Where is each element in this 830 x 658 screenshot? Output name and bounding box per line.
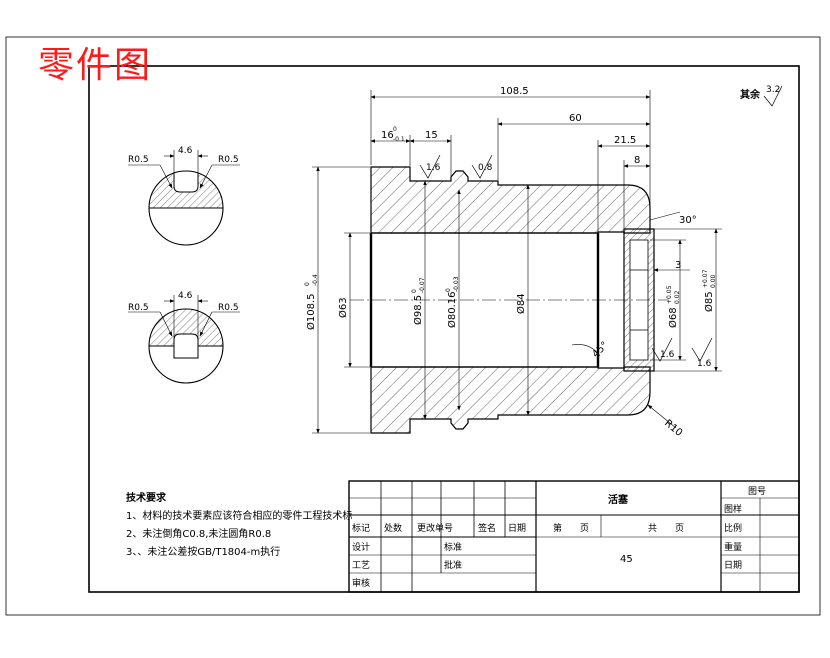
roughness-label-3: 1.6 — [660, 350, 675, 360]
total-label: 共 页 — [648, 523, 684, 534]
tech-req-heading: 技术要求 — [126, 493, 166, 504]
part-section-view — [350, 166, 668, 434]
tol-68-lower: 0.02 — [674, 290, 681, 304]
sheet-label: 第 页 — [553, 522, 589, 534]
dim-dia-108-5: Ø108.5 — [305, 294, 317, 331]
header-sign: 签名 — [478, 522, 496, 534]
tech-req-item: 2、未注倒角C0.8,未注圆角R0.8 — [126, 529, 272, 540]
dim-dia-98-5: Ø98.5 — [412, 295, 424, 325]
tol-80-16-lower: -0.03 — [453, 276, 460, 292]
tech-req-item: 1、材料的技术要素应该符合相应的零件工程技术标 — [126, 511, 353, 522]
dim-length-8: 8 — [634, 155, 640, 166]
scale-label: 比例 — [724, 522, 742, 534]
dim-angle-45: 45° — [590, 340, 610, 360]
dim-dia-80-16: Ø80.16 — [446, 292, 458, 329]
watermark-title: 零件图 — [38, 45, 153, 86]
upper-wall-hatch — [370, 166, 651, 234]
dim-length-60: 60 — [569, 113, 582, 124]
tol-108-5-upper: 0 — [304, 282, 311, 286]
dim-dia-85: Ø85 — [703, 291, 715, 312]
dimension-lines — [312, 90, 722, 434]
review-label: 审核 — [352, 577, 370, 589]
dim-overall-length: 108.5 — [500, 86, 529, 97]
roughness-label-4: 1.6 — [697, 359, 712, 369]
drawing-no-label: 图号 — [748, 486, 766, 497]
dim-dia-68: Ø68 — [667, 307, 679, 328]
tol-80-16-upper: 0 — [445, 288, 452, 292]
title-block-text: 活塞 图号 图样 比例 重量 日期 45 第 页 共 页 标记 处数 更改单号 … — [352, 486, 766, 589]
tol-16-upper: 0 — [393, 126, 397, 133]
roughness-symbols — [419, 85, 783, 362]
tol-98-5-upper: 0 — [411, 289, 418, 293]
dim-width-3: 3 — [675, 260, 681, 271]
header-count: 处数 — [384, 522, 402, 534]
groove2-right-radius: R0.5 — [218, 303, 239, 313]
groove1-right-radius: R0.5 — [218, 155, 239, 165]
groove2-width: 4.6 — [178, 291, 193, 301]
groove-detail-1 — [128, 150, 240, 246]
material: 45 — [620, 554, 633, 565]
lower-wall-hatch — [370, 366, 651, 434]
groove2-left-radius: R0.5 — [128, 303, 149, 313]
tol-85-lower: 0.00 — [710, 274, 717, 288]
weight-label: 重量 — [724, 541, 742, 553]
process-label: 工艺 — [352, 560, 370, 571]
technical-requirements: 技术要求 1、材料的技术要素应该符合相应的零件工程技术标 2、未注倒角C0.8,… — [126, 490, 352, 562]
dim-dia-84: Ø84 — [515, 293, 527, 314]
groove1-width: 4.6 — [178, 146, 193, 156]
roughness-label-1: 1.6 — [426, 163, 441, 173]
stage-label: 图样 — [724, 503, 742, 515]
design-label: 设计 — [352, 541, 370, 553]
tech-req-item: 3、、未注公差按GB/T1804-m执行 — [126, 547, 281, 558]
tol-85-upper: +0.07 — [702, 269, 709, 288]
title-block — [348, 480, 800, 593]
tol-16-lower: -0.1 — [393, 136, 405, 143]
tol-108-5-lower: -0.4 — [312, 274, 319, 286]
dim-angle-30: 30° — [679, 215, 697, 226]
approve-label: 批准 — [444, 559, 462, 571]
outer-border — [5, 36, 821, 616]
tol-98-5-lower: -0.07 — [419, 277, 426, 293]
dim-radius-10: R10 — [662, 418, 684, 439]
dim-length-15: 15 — [425, 130, 438, 141]
roughness-note-label: 其余 — [740, 88, 761, 101]
dim-dia-63: Ø63 — [337, 297, 349, 318]
roughness-note-value: 3.2 — [766, 85, 780, 95]
header-mark: 标记 — [352, 522, 370, 534]
groove1-left-radius: R0.5 — [128, 155, 149, 165]
part-name: 活塞 — [608, 493, 629, 506]
date-label-right: 日期 — [724, 560, 742, 571]
standard-label: 标准 — [444, 541, 462, 553]
header-change-doc: 更改单号 — [417, 522, 453, 534]
roughness-label-2: 0.8 — [478, 163, 493, 173]
dim-length-21-5: 21.5 — [614, 135, 636, 146]
dim-length-16: 16 — [381, 130, 394, 141]
tol-68-upper: +0.05 — [666, 285, 673, 304]
groove-detail-2 — [128, 295, 240, 384]
header-date: 日期 — [508, 523, 526, 534]
